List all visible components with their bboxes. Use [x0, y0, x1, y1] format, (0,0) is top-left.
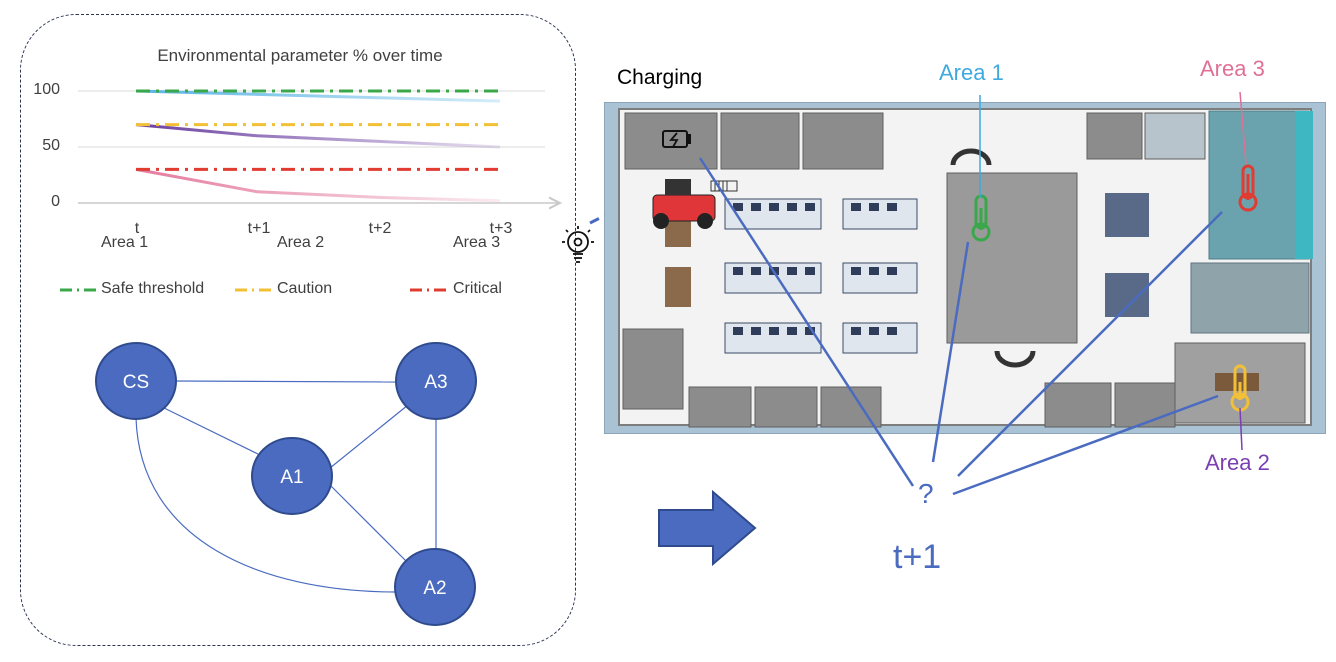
- link-charging-question: [698, 157, 915, 487]
- y-tick-50: 50: [42, 137, 60, 154]
- x-tick-t1: t+1: [247, 220, 271, 237]
- right-arrow-icon: [658, 490, 757, 567]
- node-label-cs: CS: [123, 372, 149, 393]
- sensor-dashed-link: [589, 197, 639, 225]
- legend-label-area1: Area 1: [101, 234, 149, 251]
- area-graph: CS A1 A2 A3: [95, 342, 477, 626]
- series-line-area-3: [135, 167, 501, 203]
- area3-label: Area 3: [1200, 56, 1265, 81]
- sensor-connector: [589, 197, 639, 225]
- node-label-a1: A1: [280, 467, 303, 488]
- area3-pointer: [1239, 91, 1247, 165]
- floor-plan-drawing: [618, 108, 1313, 428]
- link-area2-question: [952, 394, 1219, 496]
- lightbulb-gear-icon: [562, 226, 594, 263]
- series-line-area-2: [135, 123, 501, 149]
- edge-cs-a3: [174, 380, 399, 383]
- model-panel: [20, 14, 576, 646]
- x-tick-t3: t+3: [489, 220, 513, 237]
- series-line-area-1: [135, 89, 501, 103]
- legend-label-caution: Caution: [277, 280, 333, 297]
- edge-a1-a2: [329, 484, 411, 566]
- node-a2: A2: [394, 548, 476, 626]
- node-cs: CS: [95, 342, 177, 420]
- chart-title: Environmental parameter % over time: [157, 46, 443, 65]
- area1-label: Area 1: [939, 60, 1004, 85]
- thermometer-icon: [1238, 164, 1258, 212]
- charging-label: Charging: [617, 66, 703, 89]
- floor-plan-map: [604, 102, 1326, 434]
- legend-label-area2: Area 2: [277, 234, 325, 251]
- decision-question-mark: ?: [918, 478, 934, 509]
- node-a1: A1: [251, 437, 333, 515]
- robot-icon: [652, 179, 716, 229]
- node-label-a2: A2: [423, 578, 446, 599]
- line-chart: [78, 89, 580, 320]
- legend-label-area3: Area 3: [453, 234, 501, 251]
- y-tick-100: 100: [33, 81, 60, 98]
- legend-swatches: [60, 242, 450, 292]
- node-label-a3: A3: [424, 372, 447, 393]
- edge-cs-a1: [159, 405, 259, 455]
- y-tick-0: 0: [51, 193, 60, 210]
- battery-charging-icon: [662, 130, 691, 148]
- node-a3: A3: [395, 342, 477, 420]
- link-area1-question: [931, 241, 970, 463]
- time-label: t+1: [893, 538, 942, 576]
- x-tick-t: t: [134, 220, 140, 237]
- edge-cs-a2: [135, 417, 397, 593]
- legend-label-critical: Critical: [453, 280, 502, 297]
- legend-label-safe: Safe threshold: [101, 280, 205, 297]
- thermometer-icon: [971, 194, 991, 242]
- area2-pointer: [1239, 407, 1243, 451]
- x-tick-t2: t+2: [368, 220, 392, 237]
- edge-a1-a3: [329, 404, 409, 469]
- area2-label: Area 2: [1205, 450, 1270, 475]
- link-area3-question: [957, 211, 1223, 477]
